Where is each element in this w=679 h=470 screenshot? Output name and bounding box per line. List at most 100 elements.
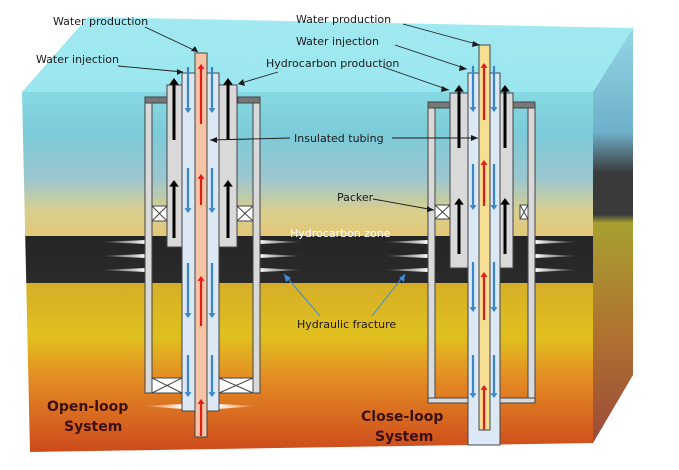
fracture-leaders: [283, 273, 406, 317]
fracture-leader-arrowheads: [284, 274, 405, 282]
cold-water-arrow-icon: [469, 355, 477, 398]
leader-hydrocarbon-production-close: [382, 66, 450, 91]
hot-water-arrow-icon: [197, 276, 205, 326]
cold-water-arrow-icon: [490, 164, 498, 210]
hydrocarbon-arrow-icon: [223, 78, 233, 140]
leader-close-water-production: [402, 23, 481, 46]
fracture: [383, 240, 428, 244]
label-hydrocarbon-production: Hydrocarbon production: [266, 57, 399, 70]
cold-water-arrow-icon: [208, 67, 216, 113]
arrowhead-icon: [210, 137, 217, 143]
hot-water-arrow-icon: [480, 385, 488, 430]
fracture: [259, 268, 304, 272]
cold-water-arrow-icon: [208, 263, 216, 318]
casing-cap-left: [427, 101, 451, 109]
leader-open-water-production: [144, 26, 199, 53]
label-open-loop-system-line2: System: [64, 419, 122, 435]
outer-casing-right: [527, 104, 536, 404]
arrowhead-icon: [459, 65, 467, 71]
packer-icon: [236, 205, 254, 222]
outer-casing-right: [252, 99, 261, 394]
cold-water-arrow-icon: [469, 66, 477, 112]
label-insulated-tubing: Insulated tubing: [294, 132, 384, 145]
outer-casing-left: [427, 104, 436, 404]
leader-insulated-tubing-open: [209, 137, 291, 141]
arrowhead-icon: [399, 274, 405, 282]
fracture: [535, 268, 579, 272]
label-packer: Packer: [337, 191, 374, 204]
close-loop-fractures: [383, 240, 579, 272]
outer-casing-left: [144, 99, 153, 394]
label-close-loop-system-line2: System: [375, 429, 433, 445]
hydrocarbon-arrow-icon: [223, 180, 233, 238]
hydrocarbon-arrow-icon: [454, 198, 464, 254]
hydrocarbon-arrow-icon: [500, 198, 510, 254]
leader-hydraulic-fracture-left: [283, 273, 321, 317]
casing-cap-right: [512, 101, 536, 109]
fracture: [383, 254, 428, 258]
hot-water-arrow-icon: [480, 63, 488, 120]
fracture: [218, 404, 258, 409]
hydrocarbon-arrow-icon: [169, 180, 179, 238]
leader-hydraulic-fracture-right: [371, 273, 406, 317]
fracture: [142, 404, 183, 409]
label-close-water-production: Water production: [296, 13, 391, 26]
fracture: [259, 240, 304, 244]
label-open-water-injection: Water injection: [36, 53, 119, 66]
block-side-face: [593, 28, 633, 443]
packer-icon: [151, 377, 183, 394]
cold-water-arrow-icon: [208, 355, 216, 397]
cold-water-arrow-icon: [469, 164, 477, 210]
leader-lines: [117, 23, 481, 211]
cold-water-arrow-icon: [469, 262, 477, 312]
arrowhead-icon: [191, 46, 198, 52]
flow-arrows: [169, 63, 510, 436]
hot-water-arrow-icon: [197, 174, 205, 205]
label-open-water-production: Water production: [53, 15, 148, 28]
open-loop-well: [144, 52, 261, 438]
cold-water-arrow-icon: [490, 355, 498, 398]
leader-arrowheads: [177, 41, 480, 212]
arrowhead-icon: [238, 79, 245, 86]
casing-cap-left: [144, 96, 168, 104]
label-hydrocarbon-zone: Hydrocarbon zone: [290, 227, 391, 240]
fracture: [535, 254, 579, 258]
hot-water-arrow-icon: [197, 399, 205, 436]
label-close-water-injection: Water injection: [296, 35, 379, 48]
hydrocarbon-arrow-icon: [169, 78, 179, 140]
cold-water-arrow-icon: [184, 355, 192, 397]
label-open-loop-system-line1: Open-loop: [47, 399, 128, 415]
casing-cap-right: [237, 96, 261, 104]
cold-water-arrow-icon: [490, 262, 498, 312]
leader-open-water-injection: [117, 65, 184, 73]
leader-hydrocarbon-production-open: [237, 71, 279, 85]
hydrocarbon-arrow-icon: [500, 85, 510, 148]
label-close-loop-system-line1: Close-loop: [361, 409, 443, 425]
arrowhead-icon: [441, 86, 449, 92]
cold-water-arrow-icon: [208, 168, 216, 213]
fracture: [100, 240, 146, 244]
arrowhead-icon: [284, 274, 291, 282]
label-hydraulic-fracture: Hydraulic fracture: [297, 318, 396, 331]
packer-icon: [519, 204, 529, 220]
packer-icon: [434, 204, 451, 220]
hot-water-arrow-icon: [197, 64, 205, 124]
fracture: [383, 268, 428, 272]
fracture: [259, 254, 304, 258]
fracture: [100, 268, 146, 272]
hot-water-arrow-icon: [480, 160, 488, 206]
fracture: [535, 240, 579, 244]
packer-icon: [151, 205, 168, 222]
arrowhead-icon: [427, 206, 434, 212]
leader-packer: [372, 198, 435, 211]
cold-water-arrow-icon: [184, 263, 192, 318]
cold-water-arrow-icon: [184, 168, 192, 213]
arrowhead-icon: [472, 41, 480, 47]
cold-water-arrow-icon: [490, 66, 498, 112]
arrowhead-icon: [177, 69, 183, 75]
hot-water-arrow-icon: [480, 272, 488, 320]
leader-close-water-injection: [394, 44, 468, 70]
arrowhead-icon: [471, 135, 478, 141]
open-loop-fractures: [100, 240, 304, 409]
